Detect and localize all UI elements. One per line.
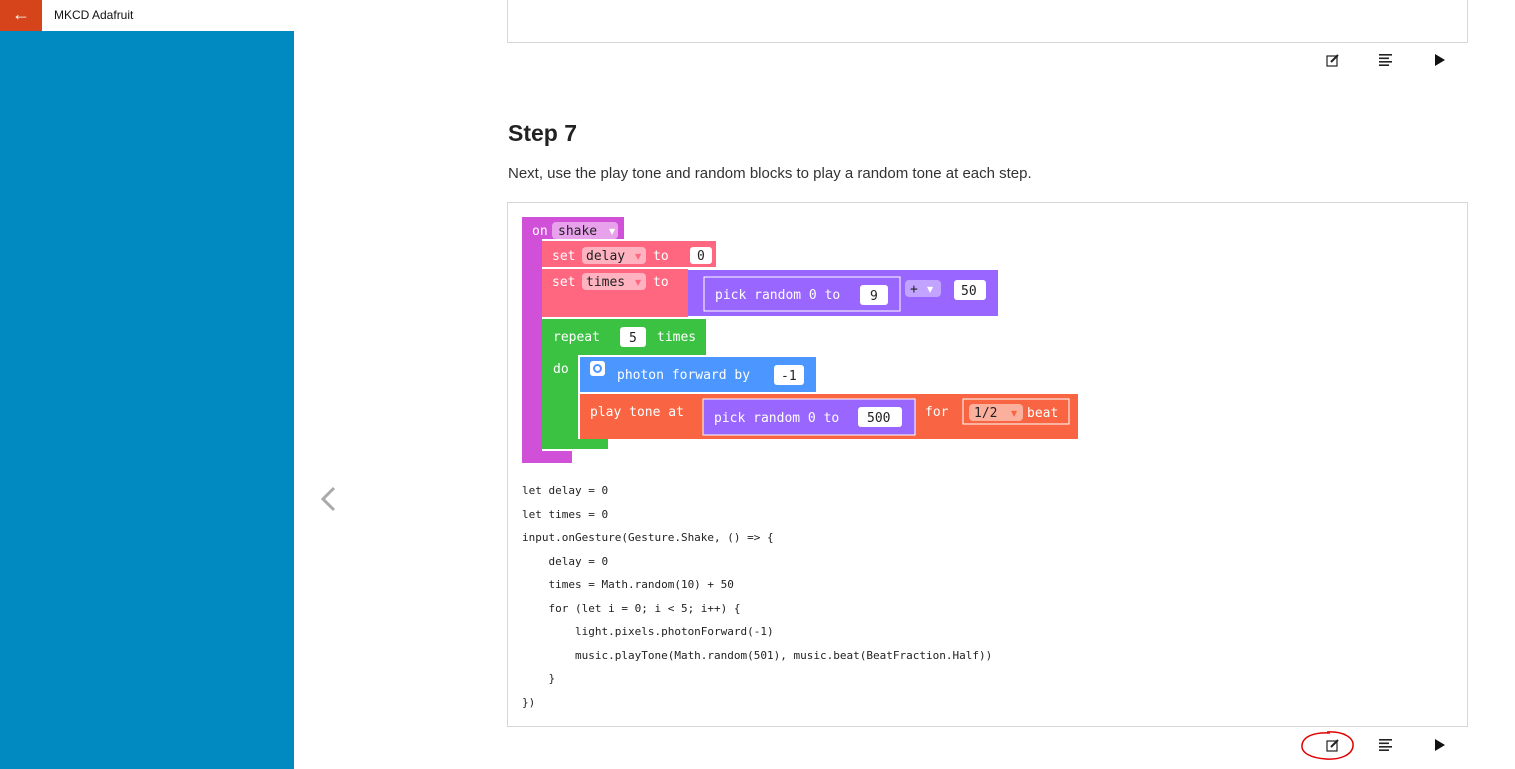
- previous-code-card: [507, 0, 1468, 43]
- times-var-dropdown[interactable]: [582, 273, 646, 290]
- tone-max-value: 500: [867, 411, 890, 426]
- run-button[interactable]: [1427, 733, 1453, 757]
- delay-var-value: delay: [586, 249, 625, 264]
- chevron-down-icon: ▼: [635, 252, 642, 261]
- sidebar: [0, 31, 294, 769]
- chevron-down-icon: ▼: [927, 285, 934, 294]
- to-keyword: to: [653, 249, 669, 264]
- shake-dropdown[interactable]: [552, 222, 618, 239]
- back-button[interactable]: ←: [0, 0, 42, 31]
- edit-button[interactable]: [1320, 733, 1346, 757]
- annotation-circle: [1301, 731, 1354, 760]
- code-toolbar-top: [1320, 48, 1480, 72]
- chevron-down-icon: ▼: [635, 278, 642, 287]
- play-icon: [1435, 54, 1445, 66]
- app-title: MKCD Adafruit: [54, 8, 134, 22]
- play-tone-label: play tone at: [590, 405, 684, 420]
- code-line: let times = 0: [522, 507, 609, 521]
- code-line: delay = 0: [522, 554, 609, 568]
- to-keyword: to: [653, 275, 669, 290]
- step-instructions: Next, use the play tone and random block…: [508, 165, 1032, 182]
- step-title: Step 7: [508, 120, 578, 146]
- chevron-left-icon: [320, 486, 336, 512]
- set-times-block[interactable]: set times ▼ to: [542, 269, 688, 317]
- list-icon: [1379, 54, 1392, 66]
- code-line: }): [522, 695, 536, 709]
- set-keyword: set: [552, 275, 575, 290]
- beat-fraction-value: 1/2: [974, 406, 997, 421]
- code-line: input.onGesture(Gesture.Shake, () => {: [522, 531, 774, 544]
- set-delay-block[interactable]: set delay ▼ to 0: [542, 241, 716, 267]
- set-keyword: set: [552, 249, 575, 264]
- repeat-count-value: 5: [629, 331, 637, 346]
- on-shake-block[interactable]: on shake ▼: [522, 217, 624, 463]
- tone-max-input[interactable]: [858, 407, 902, 427]
- code-line: times = Math.random(10) + 50: [522, 578, 734, 591]
- addend-input[interactable]: [954, 280, 986, 300]
- repeat-count-input[interactable]: [620, 327, 646, 347]
- code-toolbar-bottom: [1320, 733, 1480, 757]
- math-add-block[interactable]: pick random 0 to 9 + ▼ 50: [688, 270, 998, 316]
- edit-icon: [1326, 54, 1339, 67]
- photon-amount-value: -1: [781, 369, 797, 384]
- operator-value: +: [910, 282, 918, 297]
- operator-dropdown[interactable]: [905, 280, 941, 297]
- play-icon: [1435, 739, 1445, 751]
- beat-fraction-dropdown[interactable]: [969, 404, 1023, 421]
- times-keyword: times: [657, 330, 696, 345]
- code-line: let delay = 0: [522, 484, 609, 497]
- run-button[interactable]: [1427, 48, 1453, 72]
- list-icon: [1379, 739, 1392, 751]
- show-code-button[interactable]: [1373, 48, 1399, 72]
- code-card: on shake ▼ set delay ▼ to 0 set times ▼ …: [507, 202, 1468, 727]
- code-listing: let delay = 0 let times = 0 input.onGestur…: [522, 479, 992, 714]
- repeat-block[interactable]: repeat 5 times do: [542, 319, 706, 449]
- addend-value: 50: [961, 284, 977, 299]
- pick-random-label: pick random 0 to: [714, 411, 839, 426]
- chevron-down-icon: ▼: [1011, 409, 1018, 418]
- shake-value: shake: [558, 224, 597, 239]
- code-line: music.playTone(Math.random(501), music.b…: [522, 648, 993, 662]
- photon-forward-label: photon forward by: [617, 368, 750, 383]
- previous-step-button[interactable]: [314, 482, 344, 516]
- chevron-down-icon: ▼: [609, 227, 616, 236]
- delay-number-value: 0: [697, 249, 705, 264]
- title-bar: ← MKCD Adafruit: [0, 0, 1515, 31]
- on-keyword: on: [532, 224, 548, 239]
- photon-amount-input[interactable]: [774, 365, 804, 385]
- back-arrow-icon: ←: [12, 4, 30, 24]
- random-max-value: 9: [870, 289, 878, 304]
- repeat-keyword: repeat: [553, 330, 600, 345]
- random-max-input[interactable]: [860, 285, 888, 305]
- do-keyword: do: [553, 362, 569, 377]
- blocks-workspace: on shake ▼ set delay ▼ to 0 set times ▼ …: [522, 217, 1078, 463]
- photon-forward-block[interactable]: photon forward by -1: [580, 357, 816, 392]
- delay-var-dropdown[interactable]: [582, 247, 646, 264]
- for-keyword: for: [925, 405, 949, 420]
- code-line: }: [522, 672, 556, 685]
- show-code-button[interactable]: [1373, 733, 1399, 757]
- gear-icon: [590, 361, 605, 376]
- times-var-value: times: [586, 275, 625, 290]
- play-tone-block[interactable]: play tone at pick random 0 to 500 for 1/…: [580, 394, 1078, 439]
- code-line: for (let i = 0; i < 5; i++) {: [522, 601, 741, 615]
- edit-button[interactable]: [1320, 48, 1346, 72]
- edit-icon: [1326, 739, 1339, 752]
- pick-random-label: pick random 0 to: [715, 288, 840, 303]
- beat-label: beat: [1027, 406, 1058, 421]
- code-line: light.pixels.photonForward(-1): [522, 625, 774, 638]
- delay-number-input[interactable]: [690, 247, 712, 264]
